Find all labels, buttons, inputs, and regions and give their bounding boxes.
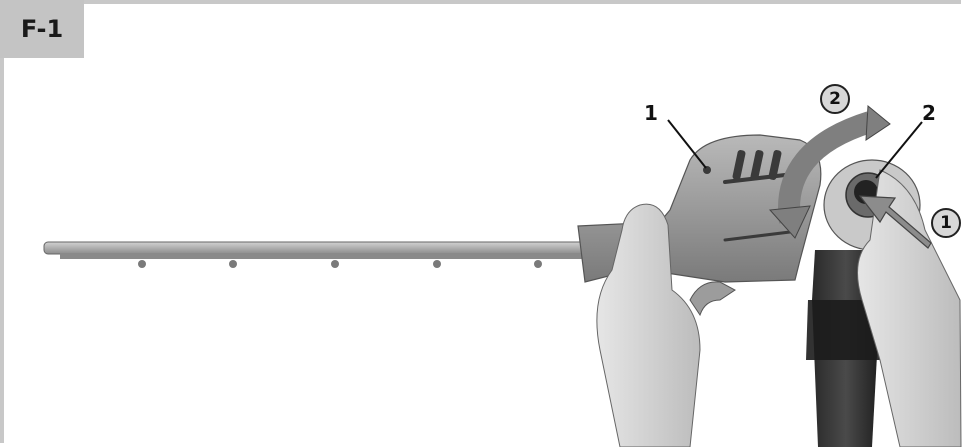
blade: [44, 242, 589, 268]
callout-part-2: 2: [922, 103, 936, 123]
leader-line-1: [668, 120, 706, 168]
callout-part-1: 1: [644, 103, 658, 123]
step-2-marker: 2: [820, 84, 850, 114]
step-1-marker: 1: [931, 208, 961, 238]
